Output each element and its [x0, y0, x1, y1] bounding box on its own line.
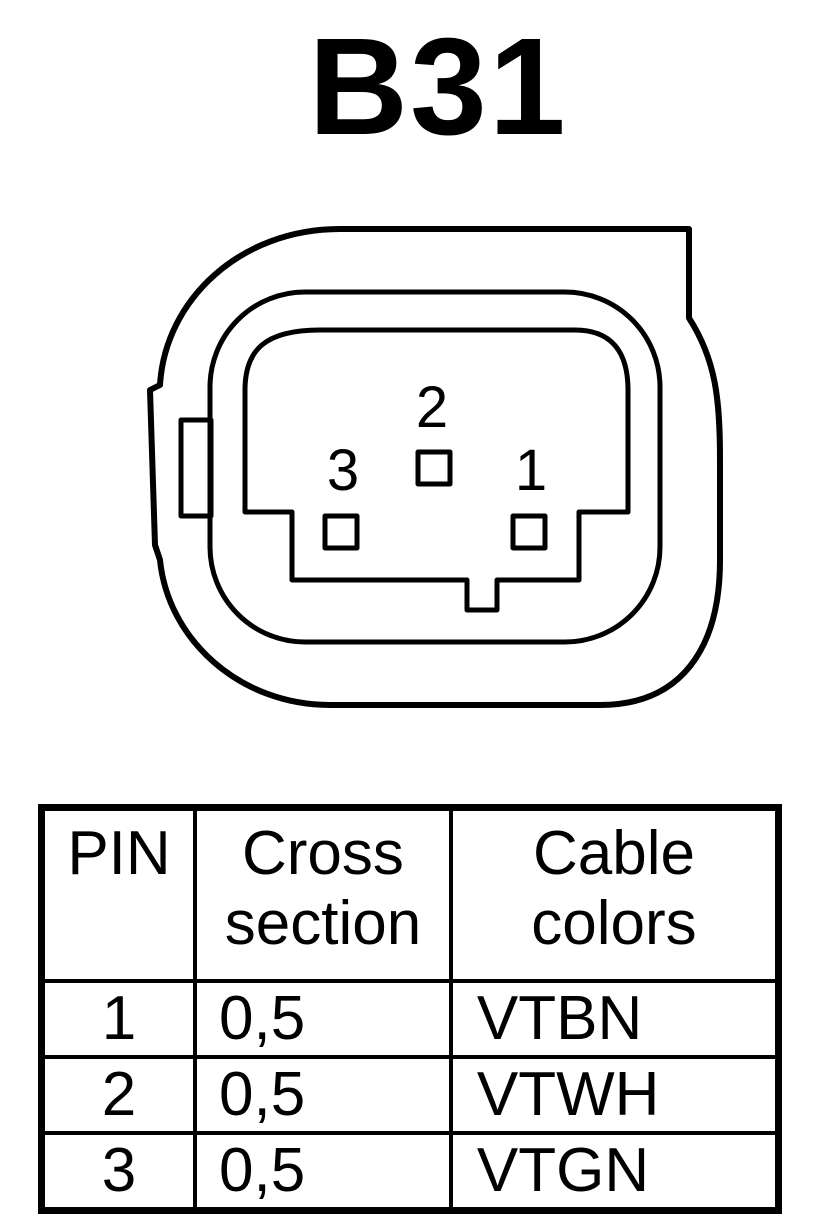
- pin-3-label: 3: [327, 438, 359, 503]
- header-cross-section-line-1: Cross: [242, 819, 404, 888]
- pin-2-label: 2: [416, 375, 448, 440]
- table-header-row: PIN Cross section Cable colors: [39, 805, 781, 983]
- row-cable-color: VTWH: [448, 1055, 781, 1135]
- connector-pin-cavity: [242, 327, 631, 613]
- row-cross-section: 0,5: [193, 1131, 453, 1213]
- pin-assignment-table: PIN Cross section Cable colors 1 0,5 VTB…: [38, 804, 782, 1214]
- row-pin: 2: [39, 1055, 198, 1135]
- row-cross-section: 0,5: [193, 1055, 453, 1135]
- row-pin: 3: [39, 1131, 198, 1213]
- pin-1-label: 1: [515, 438, 547, 503]
- connector-latch: [178, 417, 214, 519]
- table-row: 3 0,5 VTGN: [39, 1131, 781, 1213]
- row-cable-color: VTBN: [448, 979, 781, 1059]
- table-row: 2 0,5 VTWH: [39, 1055, 781, 1135]
- header-cross-section: Cross section: [193, 805, 453, 983]
- pin-1-contact: [510, 513, 548, 551]
- connector-housing-outline: [147, 226, 723, 708]
- header-cable-colors-line-1: Cable: [532, 819, 695, 888]
- pin-3-contact: [322, 513, 360, 551]
- connector-shroud: [207, 289, 663, 645]
- header-cable-colors: Cable colors: [448, 805, 781, 983]
- header-cable-colors-line-2: colors: [531, 889, 697, 958]
- row-cable-color: VTGN: [448, 1131, 781, 1213]
- table-row: 1 0,5 VTBN: [39, 979, 781, 1059]
- header-pin: PIN: [39, 805, 198, 983]
- pin-2-contact: [415, 449, 453, 487]
- connector-title: B31: [308, 10, 568, 164]
- connector-face-diagram: 1 2 3: [147, 226, 723, 708]
- header-cross-section-line-2: section: [224, 889, 422, 958]
- row-cross-section: 0,5: [193, 979, 453, 1059]
- row-pin: 1: [39, 979, 198, 1059]
